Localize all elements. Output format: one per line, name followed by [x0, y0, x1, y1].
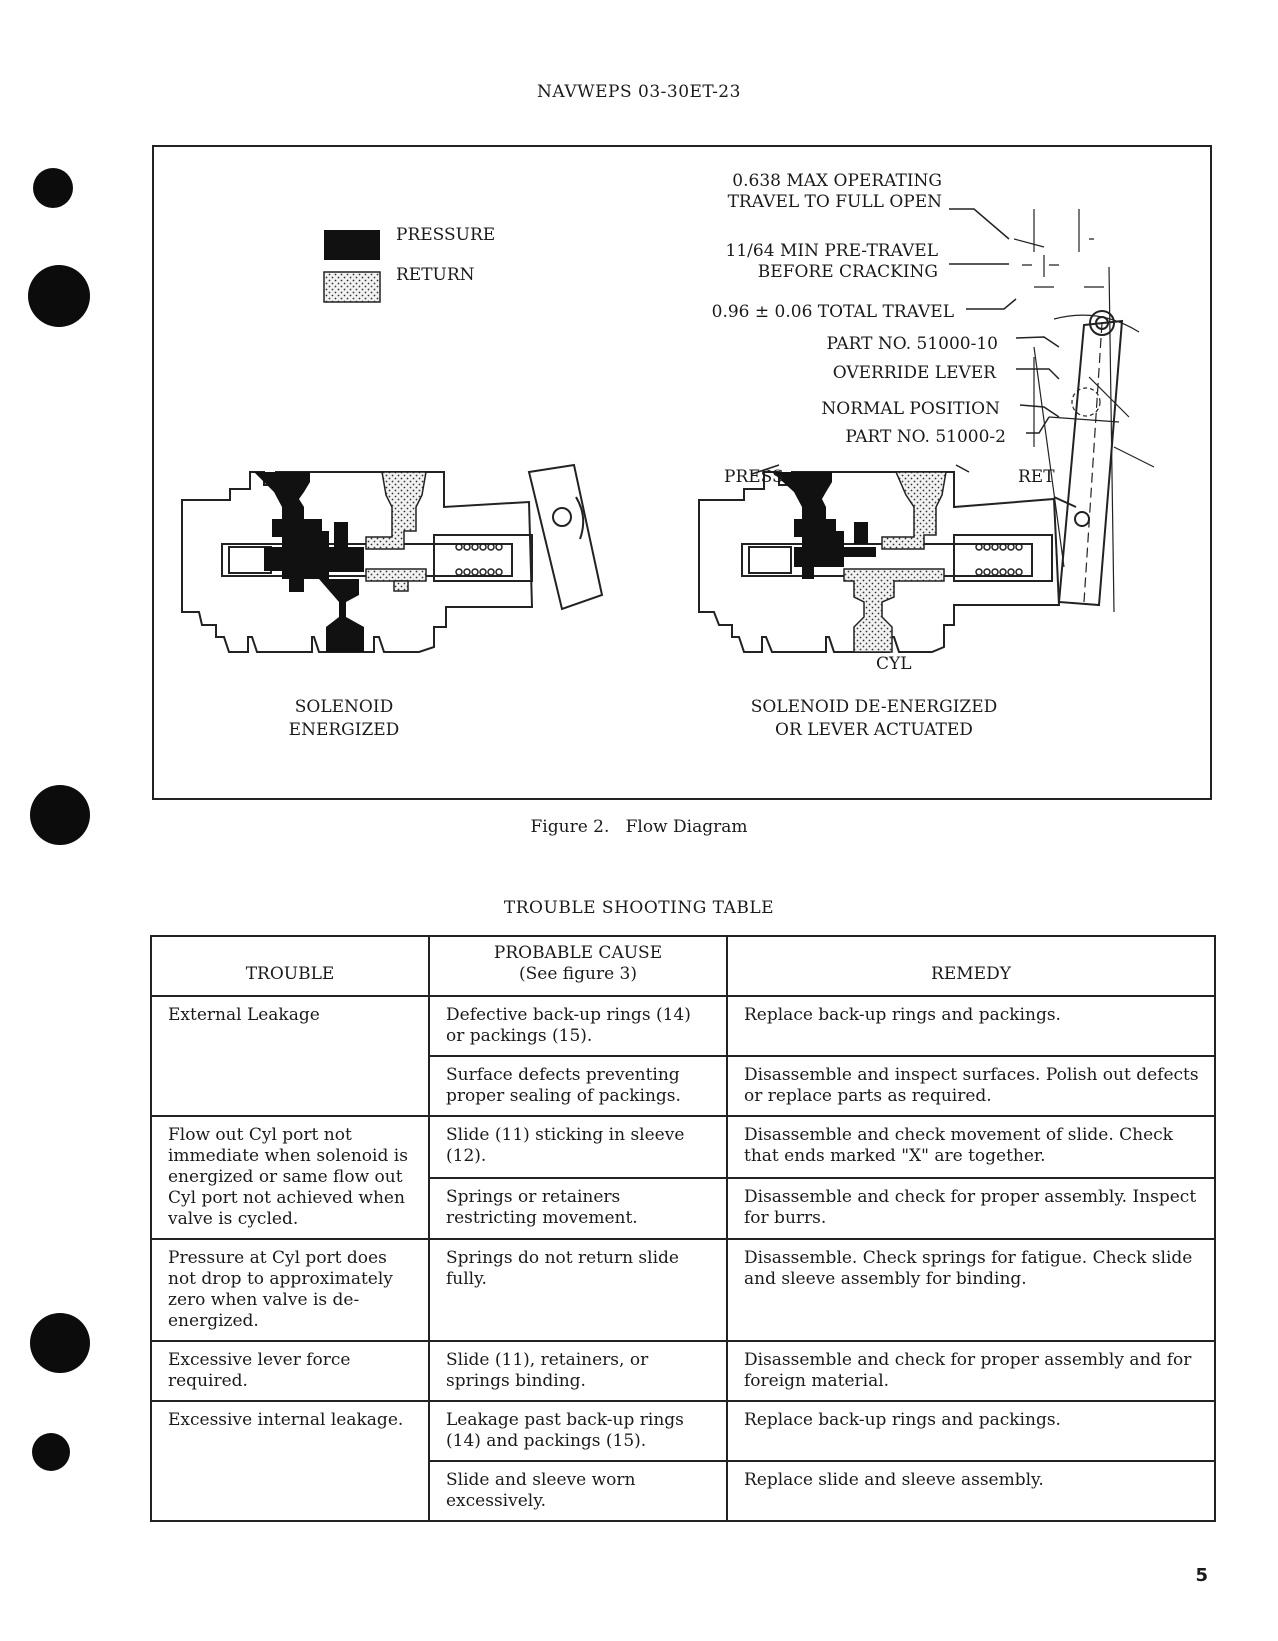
remedy-cell: Replace slide and sleeve assembly.	[726, 1460, 1216, 1522]
right-cyl-region	[843, 568, 945, 653]
part-no-51000-2-callout: PART NO. 51000-2	[845, 427, 1006, 447]
max-travel-callout-line2: TRAVEL TO FULL OPEN	[727, 192, 942, 212]
page-number: 5	[1195, 1565, 1208, 1586]
pressure-legend-label: PRESSURE	[396, 225, 496, 245]
press-port-label: PRESS	[724, 467, 784, 487]
cyl-port-label: CYL	[876, 654, 912, 674]
cause-cell: Surface defects preventing proper sealin…	[428, 1055, 728, 1117]
left-return-region	[365, 471, 427, 550]
ret-port-label: RET	[1018, 467, 1055, 487]
trouble-cell: Pressure at Cyl port does not drop to ap…	[150, 1238, 430, 1342]
max-travel-callout-line1: 0.638 MAX OPERATING	[732, 171, 942, 191]
left-pressure-lower-port	[319, 579, 364, 652]
pressure-legend-swatch	[324, 230, 380, 260]
left-caption-line2: ENERGIZED	[288, 720, 400, 740]
total-travel-callout: 0.96 ± 0.06 TOTAL TRAVEL	[711, 302, 954, 322]
override-lever-callout: OVERRIDE LEVER	[832, 363, 996, 383]
trouble-cell: External Leakage	[150, 995, 430, 1117]
trouble-cell: Excessive internal leakage.	[150, 1400, 430, 1522]
punch-hole-3	[30, 785, 90, 845]
remedy-header: REMEDY	[726, 935, 1216, 997]
normal-position-callout: NORMAL POSITION	[821, 399, 1000, 419]
table-row: Pressure at Cyl port does not drop to ap…	[150, 1238, 1216, 1342]
table-row: External Leakage Defective back-up rings…	[150, 995, 1216, 1117]
cause-cell: Springs or retainers restricting movemen…	[428, 1176, 728, 1240]
remedy-cell: Disassemble. Check springs for fatigue. …	[726, 1238, 1216, 1342]
trouble-header: TROUBLE	[150, 935, 430, 997]
remedy-cell: Disassemble and check for proper assembl…	[726, 1176, 1216, 1240]
figure-caption: Figure 2. Flow Diagram	[530, 817, 748, 837]
flow-diagram-figure: PRESSURE RETURN 0.638 MAX OPERATING TRAV…	[152, 145, 1212, 800]
return-legend-swatch	[323, 271, 381, 303]
punch-hole-5	[32, 1433, 70, 1471]
table-row: Excessive lever force required. Slide (1…	[150, 1340, 1216, 1402]
table-row: Springs or retainers restricting movemen…	[151, 1176, 1216, 1240]
cause-cell: Slide and sleeve worn excessively.	[428, 1460, 728, 1522]
trouble-cell: Excessive lever force required.	[150, 1340, 430, 1402]
flow-diagram-drawing	[181, 208, 1155, 653]
troubleshooting-table: TROUBLE PROBABLE CAUSE(See figure 3) REM…	[150, 935, 1216, 1522]
part-no-51000-10-callout: PART NO. 51000-10	[826, 334, 998, 354]
remedy-cell: Replace back-up rings and packings.	[726, 1400, 1216, 1462]
table-row: Excessive internal leakage. Leakage past…	[150, 1400, 1216, 1522]
table-title: TROUBLE SHOOTING TABLE	[503, 898, 775, 918]
cause-header: PROBABLE CAUSE(See figure 3)	[428, 935, 728, 997]
cause-header-line2: (See figure 3)	[518, 964, 637, 984]
pre-travel-callout-line1: 11/64 MIN PRE-TRAVEL	[725, 241, 938, 261]
right-caption-line1: SOLENOID DE-ENERGIZED	[750, 697, 998, 717]
remedy-cell: Disassemble and inspect surfaces. Polish…	[726, 1055, 1216, 1117]
cause-cell: Defective back-up rings (14) or packings…	[428, 995, 728, 1057]
left-caption-line1: SOLENOID	[294, 697, 394, 717]
trouble-header-text: TROUBLE	[245, 964, 335, 984]
punch-hole-1	[33, 168, 73, 208]
remedy-header-text: REMEDY	[931, 964, 1011, 984]
cause-cell: Slide (11) sticking in sleeve (12).	[428, 1115, 728, 1179]
table-header-row: TROUBLE PROBABLE CAUSE(See figure 3) REM…	[150, 935, 1216, 997]
cause-cell: Leakage past back-up rings (14) and pack…	[428, 1400, 728, 1462]
table-row: Flow out Cyl port not immediate when sol…	[150, 1115, 1216, 1240]
cause-cell: Springs do not return slide fully.	[428, 1238, 728, 1342]
left-pressure-region	[254, 472, 364, 592]
table-row: Surface defects preventing proper sealin…	[151, 1055, 1216, 1117]
right-return-region	[881, 471, 947, 550]
cause-cell: Slide (11), retainers, or springs bindin…	[428, 1340, 728, 1402]
remedy-cell: Disassemble and check movement of slide.…	[726, 1115, 1216, 1179]
cause-header-line1: PROBABLE CAUSE	[493, 943, 663, 963]
right-caption-line2: OR LEVER ACTUATED	[775, 720, 973, 740]
left-lever	[527, 463, 604, 611]
punch-hole-4	[30, 1313, 90, 1373]
right-pressure-region	[772, 472, 876, 579]
remedy-cell: Replace back-up rings and packings.	[726, 995, 1216, 1057]
trouble-cell: Flow out Cyl port not immediate when sol…	[150, 1115, 430, 1240]
return-legend-label: RETURN	[396, 265, 475, 285]
document-number-header: NAVWEPS 03-30ET-23	[537, 82, 741, 102]
pre-travel-callout-line2: BEFORE CRACKING	[757, 262, 938, 282]
remedy-cell: Disassemble and check for proper assembl…	[726, 1340, 1216, 1402]
table-row: Slide and sleeve worn excessively. Repla…	[151, 1460, 1216, 1522]
punch-hole-2	[28, 265, 90, 327]
